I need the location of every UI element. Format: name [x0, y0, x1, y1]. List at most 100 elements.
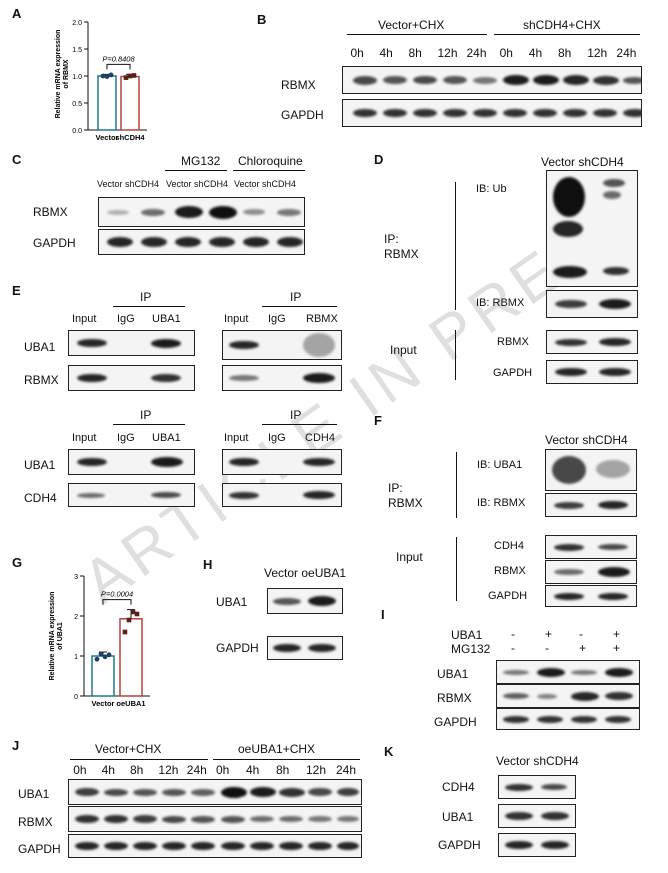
group-line [233, 170, 305, 171]
blot-band [596, 460, 630, 478]
row-label-rbmx: RBMX [24, 373, 59, 387]
group-line [213, 759, 360, 760]
blot-band [191, 842, 215, 850]
label-ib-rbmx: IB: RBMX [476, 297, 525, 309]
lane-header-f: Vector shCDH4 [545, 433, 628, 447]
blot-band [221, 786, 247, 798]
group-line [347, 34, 487, 35]
panel-label-b: B [257, 12, 267, 27]
blot-band [151, 374, 181, 382]
blot-band [383, 109, 407, 117]
blot-b-gapdh [342, 99, 642, 127]
blot-e2-rbmx [222, 365, 342, 391]
lane-input: Input [224, 313, 249, 325]
blot-band [605, 715, 631, 723]
blot-band [277, 208, 301, 216]
blot-k-gapdh [498, 833, 576, 857]
blot-band [104, 788, 128, 796]
time-label: 8h [276, 763, 290, 777]
blot-band [337, 788, 359, 796]
label-chloroquine: Chloroquine [238, 154, 303, 168]
row-label-gapdh: GAPDH [33, 236, 76, 250]
y-tick-label: 3 [74, 574, 78, 581]
blot-i-gapdh [496, 708, 640, 730]
blot-band [623, 109, 641, 117]
data-point [100, 73, 106, 79]
cond-uba1: UBA1 [451, 628, 483, 642]
condition-value: + [613, 641, 621, 655]
blot-band [554, 592, 584, 600]
blot-k-uba1 [498, 804, 576, 828]
blot-i-rbmx [496, 684, 640, 708]
group-line [113, 424, 185, 425]
lane-input: Input [72, 313, 97, 325]
label-mg132: MG132 [181, 154, 221, 168]
blot-e3-cdh4 [68, 483, 195, 507]
blot-band [552, 456, 586, 484]
lane-uba1: UBA1 [152, 432, 181, 444]
blot-band [273, 597, 301, 605]
time-label: 12h [587, 46, 608, 60]
blot-band [303, 373, 335, 383]
blot-d-input-gapdh [546, 360, 638, 384]
blot-band [279, 816, 303, 822]
blot-f-ib-rbmx [545, 493, 637, 517]
label-ip: IP [290, 290, 302, 304]
blot-band [77, 339, 107, 347]
blot-band [229, 341, 259, 349]
blot-band [605, 692, 633, 700]
blot-band [473, 76, 497, 84]
y-tick-label: 0 [74, 694, 78, 701]
bracket-line [455, 182, 456, 310]
condition-value: - [511, 627, 515, 641]
blot-band [209, 205, 237, 219]
lane-labels: Vector shCDH4 [234, 179, 297, 189]
row-label-rbmx: RBMX [494, 565, 526, 577]
blot-band [605, 667, 633, 677]
panel-label-d: D [374, 152, 384, 167]
blot-band [279, 842, 303, 850]
blot-f-input-gapdh [545, 585, 637, 607]
group-line [262, 306, 337, 307]
time-label: 0h [499, 46, 513, 60]
y-tick-label: 1 [74, 654, 78, 661]
panel-label-e: E [12, 283, 21, 298]
blot-band [554, 569, 584, 575]
panel-label-k: K [384, 744, 394, 759]
blot-band [443, 109, 467, 117]
blot-band [599, 368, 631, 376]
time-label: 0h [73, 763, 87, 777]
row-label-uba1: UBA1 [18, 787, 50, 801]
blot-band [413, 109, 437, 117]
blot-band [75, 815, 99, 823]
time-label: 24h [336, 763, 357, 777]
p-value: P=0.0004 [101, 590, 133, 599]
data-point [131, 73, 137, 78]
blot-e4-uba1 [222, 449, 342, 475]
bracket-line [456, 537, 457, 601]
row-label-uba1: UBA1 [437, 667, 469, 681]
blot-band [598, 501, 628, 509]
blot-band [593, 75, 619, 85]
lane-rbmx: RBMX [306, 313, 338, 325]
row-label-gapdh: GAPDH [488, 590, 528, 602]
blot-band [133, 815, 157, 823]
label-input: Input [390, 343, 417, 357]
blot-band [503, 669, 529, 675]
blot-band [277, 237, 303, 247]
row-label-cdh4: CDH4 [494, 540, 524, 552]
blot-band [598, 544, 628, 550]
time-label: 12h [306, 763, 327, 777]
blot-band [77, 458, 107, 466]
group-oeuba1-chx: oeUBA1+CHX [238, 742, 316, 756]
blot-band [133, 788, 157, 796]
blot-e1-uba1 [68, 330, 195, 356]
blot-band [413, 76, 437, 84]
blot-band [541, 812, 569, 820]
blot-j-uba1 [68, 779, 362, 805]
time-label: 24h [466, 46, 487, 60]
blot-band [191, 815, 215, 823]
y-tick-label: 2 [74, 614, 78, 621]
row-label-cdh4: CDH4 [24, 491, 57, 505]
blot-band [533, 109, 557, 117]
